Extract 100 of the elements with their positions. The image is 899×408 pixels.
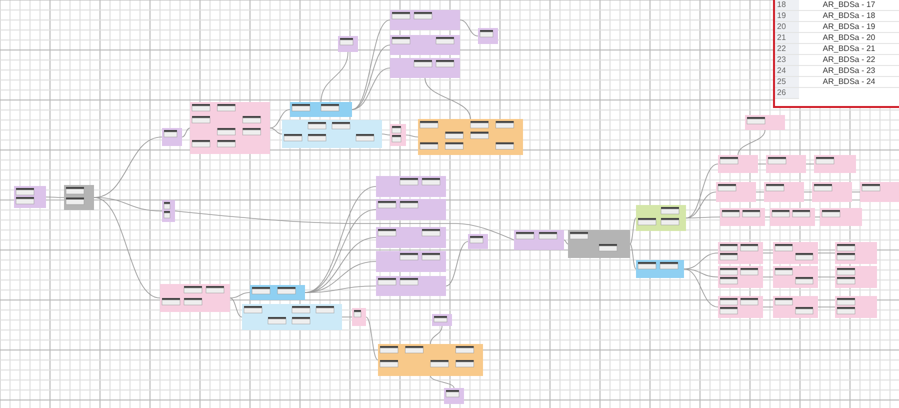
node-group — [514, 230, 564, 250]
node-group — [764, 182, 804, 202]
wire — [630, 218, 636, 244]
node-group — [162, 200, 175, 222]
node-group — [718, 155, 758, 173]
wire — [366, 316, 378, 360]
node-group — [444, 388, 464, 404]
wire — [230, 298, 242, 318]
node-group — [376, 251, 446, 272]
node-group — [390, 124, 406, 146]
node-group — [720, 208, 765, 226]
wire — [818, 276, 836, 278]
node-group — [718, 266, 763, 288]
row-number: 23 — [775, 54, 799, 66]
wire — [764, 216, 770, 218]
wire — [342, 316, 352, 318]
row-number: 25 — [775, 76, 799, 88]
node-group — [376, 176, 446, 197]
wire — [684, 268, 718, 308]
node-group — [376, 227, 446, 248]
wire — [686, 216, 720, 218]
node-group — [773, 242, 818, 264]
node-group — [242, 304, 342, 330]
table-cell: AR_BDSa - 20 — [799, 32, 899, 44]
wire — [320, 52, 348, 102]
node-group — [418, 119, 523, 155]
row-number: 26 — [775, 88, 799, 98]
node-group — [376, 199, 446, 220]
node-group — [636, 260, 684, 278]
wire — [762, 306, 774, 308]
wire — [818, 252, 836, 254]
wire — [762, 252, 774, 254]
node-group — [835, 242, 877, 264]
wire — [46, 196, 64, 198]
node-group — [282, 120, 382, 148]
node-group — [14, 186, 46, 208]
row-number: 19 — [775, 10, 799, 22]
row-number: 22 — [775, 44, 799, 54]
node-group — [390, 35, 460, 55]
node-group — [190, 102, 270, 154]
node-group — [766, 155, 806, 173]
node-group — [378, 344, 483, 376]
wire — [446, 241, 468, 286]
wire — [304, 286, 376, 293]
node-group — [478, 28, 498, 44]
node-group — [770, 208, 815, 226]
node-group — [390, 10, 460, 30]
node-group — [64, 185, 94, 210]
node-group — [352, 308, 366, 326]
wire — [686, 192, 716, 218]
row-number: 20 — [775, 22, 799, 32]
table-cell: AR_BDSa - 21 — [799, 44, 899, 54]
table-cell: AR_BDSa - 23 — [799, 66, 899, 76]
node-group — [716, 182, 756, 202]
wire — [230, 292, 250, 298]
node-group — [162, 128, 182, 146]
table-cell: AR_BDSa - 19 — [799, 22, 899, 32]
wire — [424, 78, 471, 120]
node-group — [160, 284, 230, 312]
node-group — [468, 234, 488, 249]
wire — [686, 164, 718, 218]
node-group — [568, 230, 630, 258]
node-group — [835, 266, 877, 288]
wire — [406, 134, 418, 138]
wire — [174, 210, 514, 240]
wire — [382, 134, 390, 136]
node-group — [376, 276, 446, 296]
node-group — [835, 296, 877, 318]
node-group — [636, 205, 686, 231]
node-group — [773, 266, 818, 288]
node-group — [718, 242, 763, 264]
node-group — [250, 285, 305, 300]
node-group — [773, 296, 818, 318]
wire — [270, 128, 282, 134]
wire — [814, 216, 820, 218]
node-group — [820, 208, 862, 226]
node-group — [290, 102, 352, 117]
wire — [762, 276, 774, 278]
wire — [352, 68, 390, 110]
wire — [630, 244, 636, 270]
wire — [270, 109, 290, 128]
wire — [182, 128, 190, 138]
wire — [818, 306, 836, 308]
row-number: 24 — [775, 66, 799, 76]
node-group — [814, 155, 856, 173]
node-group — [390, 58, 460, 78]
wire — [738, 130, 766, 156]
node-group — [860, 182, 899, 202]
table-cell: AR_BDSa - 22 — [799, 54, 899, 66]
wire — [684, 268, 718, 278]
row-number: 18 — [775, 0, 799, 10]
table-cell: AR_BDSa - 18 — [799, 10, 899, 22]
wire — [352, 44, 390, 110]
node-group — [718, 296, 763, 318]
wire — [564, 240, 568, 244]
node-group — [745, 115, 785, 130]
wire — [430, 376, 454, 388]
wire — [430, 326, 442, 344]
row-number: 21 — [775, 32, 799, 44]
table-cell: AR_BDSa - 24 — [799, 76, 899, 88]
